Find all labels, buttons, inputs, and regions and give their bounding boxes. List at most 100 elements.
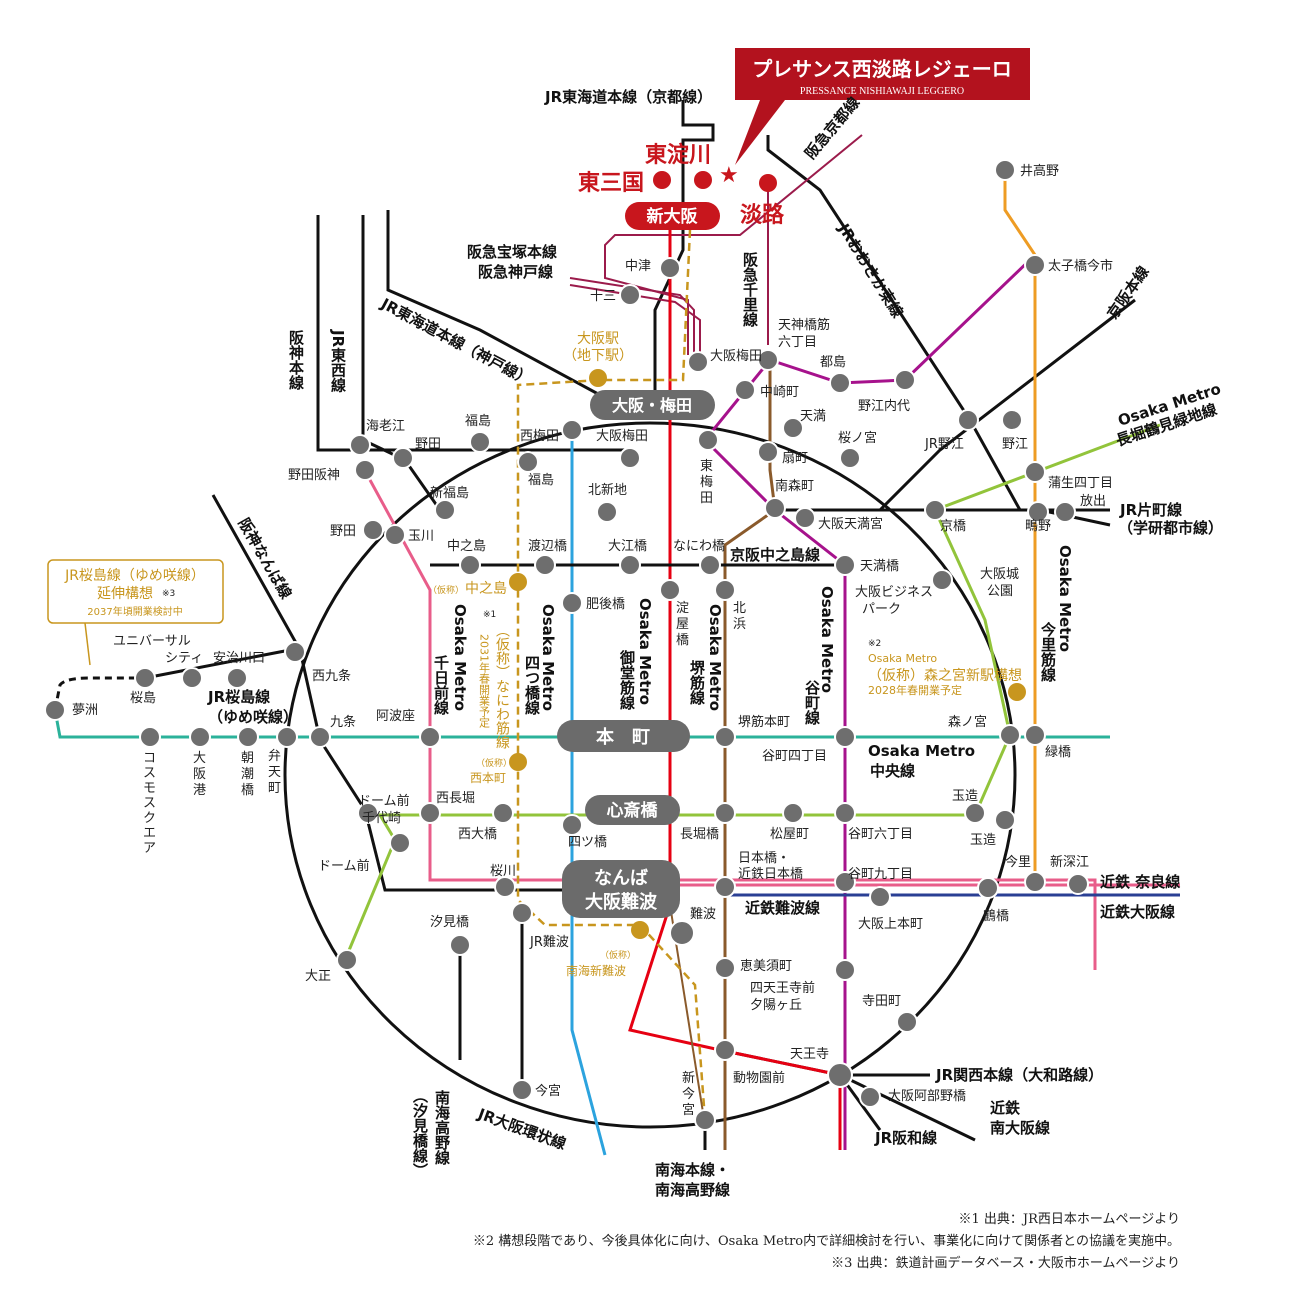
station-dot xyxy=(669,920,695,946)
line-label-vertical: Osaka Metro xyxy=(451,604,469,711)
station-dot xyxy=(434,499,456,521)
morinomiya-label-3: 2028年春開業予定 xyxy=(868,683,962,697)
line-label-vertical: Osaka Metro xyxy=(818,586,836,693)
planned-station-dot xyxy=(509,573,527,591)
station-dot xyxy=(1027,501,1049,523)
station-label: 大阪梅田 xyxy=(710,349,762,364)
station-label: 九条 xyxy=(330,714,356,730)
station-dot xyxy=(1067,873,1089,895)
planned-station-dot xyxy=(1008,683,1026,701)
station-label: なにわ橋 xyxy=(673,539,725,554)
station-label: 阿波座 xyxy=(376,709,415,724)
station-dot xyxy=(699,554,721,576)
station-dot xyxy=(714,726,736,748)
station-dot xyxy=(734,379,756,401)
hanshin-main-line xyxy=(316,215,630,452)
hub-badges: 大阪・梅田 本 町 心斎橋 なんば 大阪難波 xyxy=(557,390,715,918)
station-label-universal: シティ xyxy=(165,651,203,666)
station-label: 六丁目 xyxy=(778,335,817,350)
station-label: 中之島 xyxy=(447,539,486,554)
honmachi-badge xyxy=(557,720,690,752)
station-label-yodoyabashi: 淀 xyxy=(676,601,689,616)
line-label-vertical: 四つ橋線 xyxy=(523,655,541,716)
station-label-shitennoji: 夕陽ヶ丘 xyxy=(750,998,802,1013)
line-label: JR桜島線 xyxy=(207,688,270,706)
station-label: 谷町六丁目 xyxy=(848,827,913,842)
station-label-vertical: 天 xyxy=(268,765,281,780)
station-dot xyxy=(894,369,916,391)
station-dot xyxy=(619,284,641,306)
station-dot xyxy=(834,802,856,824)
station-label: 太子橋今市 xyxy=(1048,258,1113,274)
line-label: 阪急宝塚本線 xyxy=(467,243,557,261)
line-label: 南海高野線 xyxy=(655,1181,730,1199)
line-label: （学研都市線） xyxy=(1118,519,1223,537)
station-label: 新深江 xyxy=(1050,854,1089,870)
line-label-vertical: Osaka Metro xyxy=(539,604,557,711)
station-dot xyxy=(459,554,481,576)
station-label: JR野江 xyxy=(924,437,964,452)
shinsaibashi-label: 心斎橋 xyxy=(607,800,659,821)
station-label-vertical: 今 xyxy=(682,1086,695,1102)
station-dot xyxy=(834,871,856,893)
planned-stations: 大阪駅 （地下駅） （仮称） 中之島 （仮称） 西本町 （仮称） 南海新難波 ※… xyxy=(428,331,1026,978)
station-dot xyxy=(309,726,331,748)
osaka-umeda-badge xyxy=(590,390,715,420)
station-label: 桜島 xyxy=(130,691,156,706)
station-label: 松屋町 xyxy=(770,827,809,842)
station-label: 西九条 xyxy=(312,668,351,684)
awaji-label: 淡路 xyxy=(740,202,785,228)
station-dot xyxy=(994,159,1016,181)
station-dot xyxy=(1024,724,1046,746)
station-label: 中崎町 xyxy=(760,385,799,400)
station-label: 堺筋本町 xyxy=(738,714,790,730)
callout-pointer xyxy=(84,622,91,666)
station-dot xyxy=(276,726,298,748)
nakanoshima-kasho-label: 中之島 xyxy=(465,581,507,597)
line-labels: JR東海道本線（京都線） 阪急京都線 JRおおさか東線 阪急千里線 阪急宝塚本線… xyxy=(207,88,1223,1199)
station-dot xyxy=(534,554,556,576)
line-label: 南大阪線 xyxy=(990,1119,1050,1137)
station-label: 谷町九丁目 xyxy=(848,867,913,882)
station-label: 大阪梅田 xyxy=(596,429,648,444)
station-dot xyxy=(181,667,203,689)
station-label: 今宮 xyxy=(535,1083,561,1099)
station-dot xyxy=(511,902,533,924)
station-label-higashi-umeda: 田 xyxy=(700,491,713,506)
station-dot xyxy=(714,579,736,601)
morinomiya-label-1: Osaka Metro xyxy=(868,652,937,665)
station-label: 玉川 xyxy=(408,529,434,544)
station-dot xyxy=(924,499,946,521)
line-label: （ゆめ咲線） xyxy=(208,708,298,726)
line-label-vertical: JR東西線 xyxy=(329,329,347,393)
station-label-vertical: 宮 xyxy=(682,1102,695,1118)
station-label: 恵美須町 xyxy=(740,959,792,974)
station-dot xyxy=(757,349,779,371)
station-dot xyxy=(226,667,248,689)
station-dot xyxy=(511,1079,533,1101)
station-dot xyxy=(931,569,953,591)
station-dot xyxy=(596,501,618,523)
station-dot xyxy=(389,832,411,854)
station-label: 南森町 xyxy=(775,478,814,494)
honmachi-label: 本 町 xyxy=(596,726,650,748)
station-label-yodoyabashi: 橋 xyxy=(676,633,689,648)
station-dot xyxy=(619,447,641,469)
jr-sakurajima-line xyxy=(144,648,291,680)
station-dot xyxy=(782,417,804,439)
station-label: 大正 xyxy=(305,969,331,984)
line-label-vertical: 千日前線 xyxy=(432,655,450,716)
station-label: 福島 xyxy=(528,473,554,488)
station-dot xyxy=(714,876,736,898)
station-label-vertical: モ xyxy=(143,781,156,796)
jr-tozai-line xyxy=(361,215,442,511)
station-label: 放出 xyxy=(1080,494,1106,509)
station-label: 天満橋 xyxy=(860,559,899,574)
higashi-mikuni-dot xyxy=(653,171,671,189)
footnote-3: ※3 出典：鉄道計画データベース・大阪市ホームページより xyxy=(831,1256,1180,1271)
station-dot xyxy=(829,372,851,394)
line-label-vertical: 今里筋線 xyxy=(1039,621,1057,683)
naniwasuji-year-label: 2031年春開業予定 xyxy=(478,634,491,729)
station-label-vertical: ス xyxy=(143,766,156,781)
line-label-vertical: Osaka Metro xyxy=(1056,545,1074,652)
